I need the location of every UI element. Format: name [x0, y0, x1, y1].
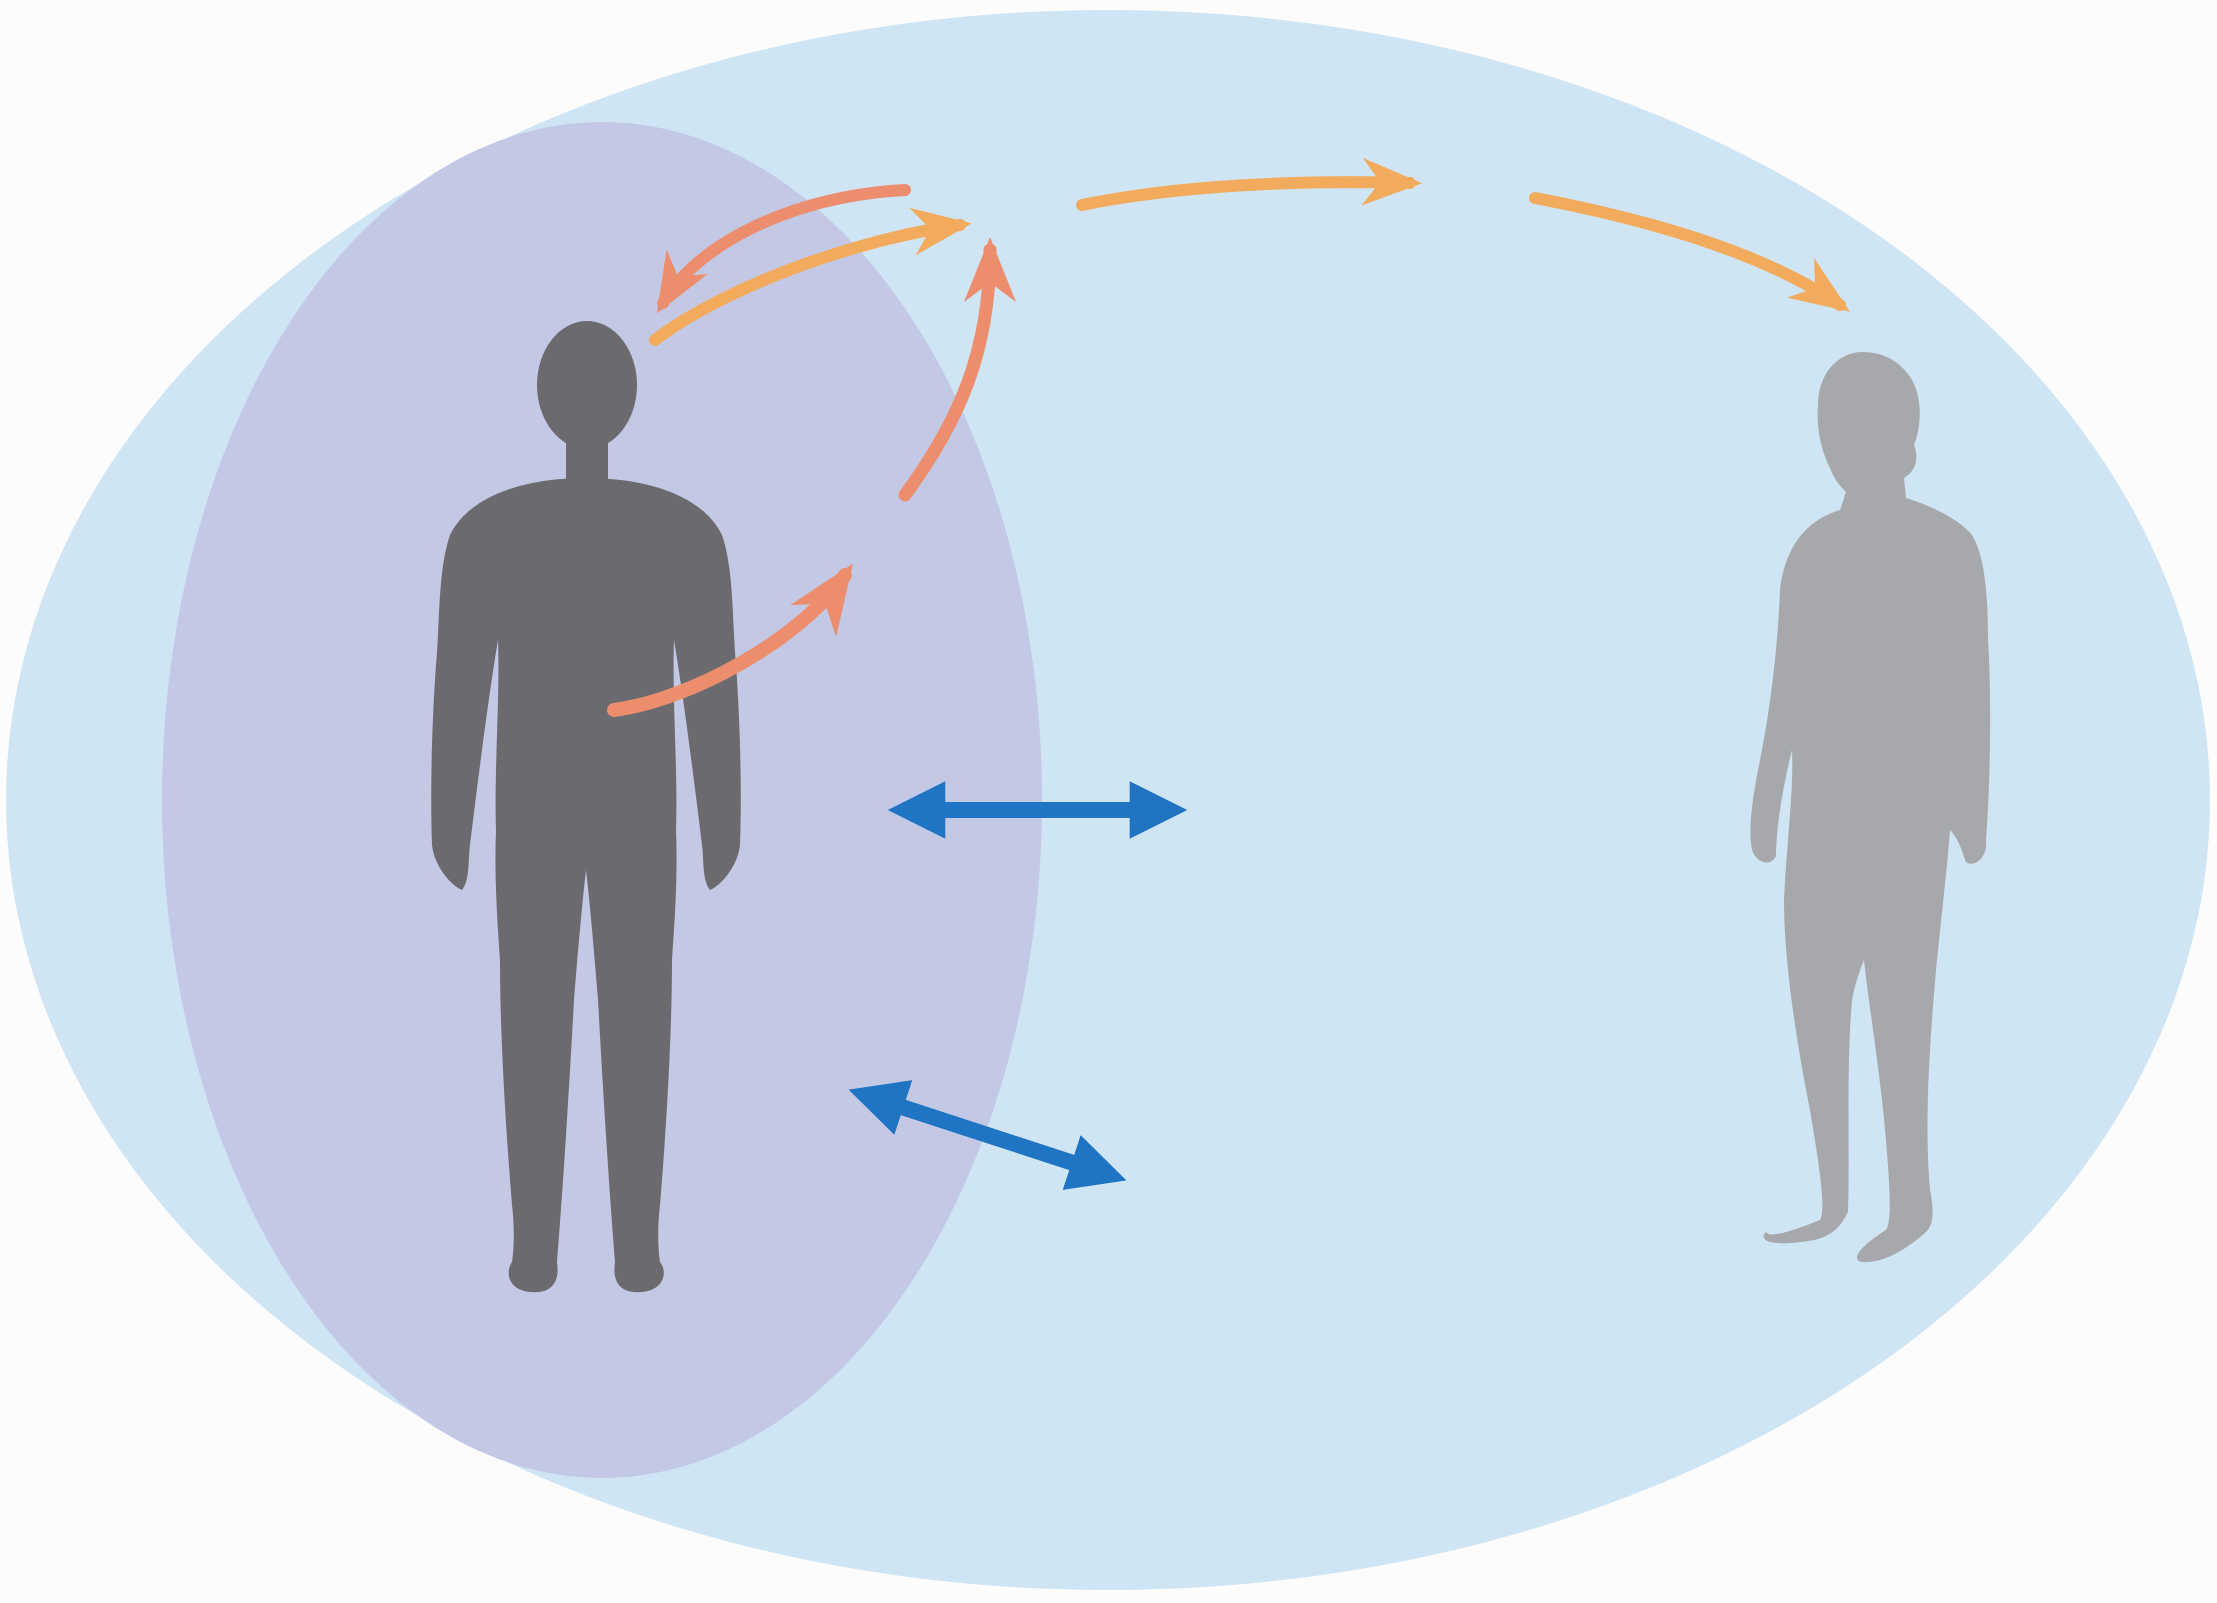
interaction-arrow-diagonal [848, 1080, 1127, 1190]
internal-arrow-body-to-head [607, 563, 853, 717]
internal-arrow-head-to-top [898, 237, 1016, 502]
external-arrows [649, 157, 1850, 346]
external-arrow-head-out [649, 207, 972, 346]
main-person-silhouette [431, 321, 741, 1293]
interaction-arrows [848, 781, 1188, 1190]
external-arrow-chain-1 [1076, 157, 1422, 211]
internal-arrow-top-to-left [656, 184, 911, 314]
external-arrow-chain-2 [1529, 192, 1850, 312]
internal-arrows [607, 184, 1016, 717]
other-person-silhouette [1750, 352, 1991, 1263]
